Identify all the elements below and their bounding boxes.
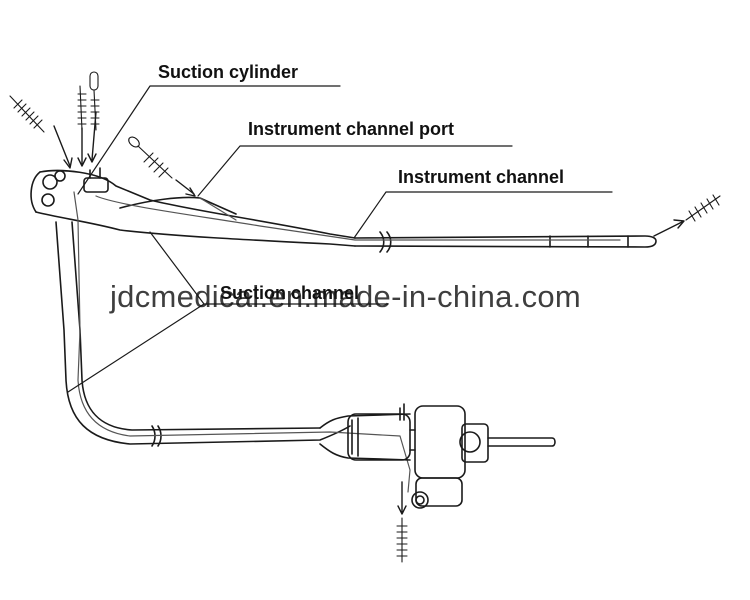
label-suction-channel: Suction channel (220, 283, 360, 303)
label-instrument-channel-port: Instrument channel port (248, 119, 455, 139)
instrument-channel-path (95, 195, 621, 241)
suction-cylinder-pointer (77, 85, 341, 195)
suction-channel-path (73, 191, 411, 493)
light-guide-connector (319, 403, 556, 509)
instrument-channel-pointer (353, 191, 613, 239)
arrows (53, 111, 685, 515)
insertion-tube (354, 231, 657, 253)
instrument-channel-port-pointer (197, 145, 513, 197)
universal-cord (55, 221, 351, 447)
suction-channel-pointer (67, 303, 389, 393)
cleaning-brushes (9, 71, 721, 563)
label-instrument-channel: Instrument channel (398, 167, 565, 187)
control-body (30, 167, 356, 247)
suction-channel-pointer-2 (149, 231, 205, 305)
watermark-text: jdcmedical.en.made-in-china.com (110, 279, 582, 314)
pointer-lines (67, 85, 613, 393)
label-suction-cylinder: Suction cylinder (158, 62, 299, 82)
